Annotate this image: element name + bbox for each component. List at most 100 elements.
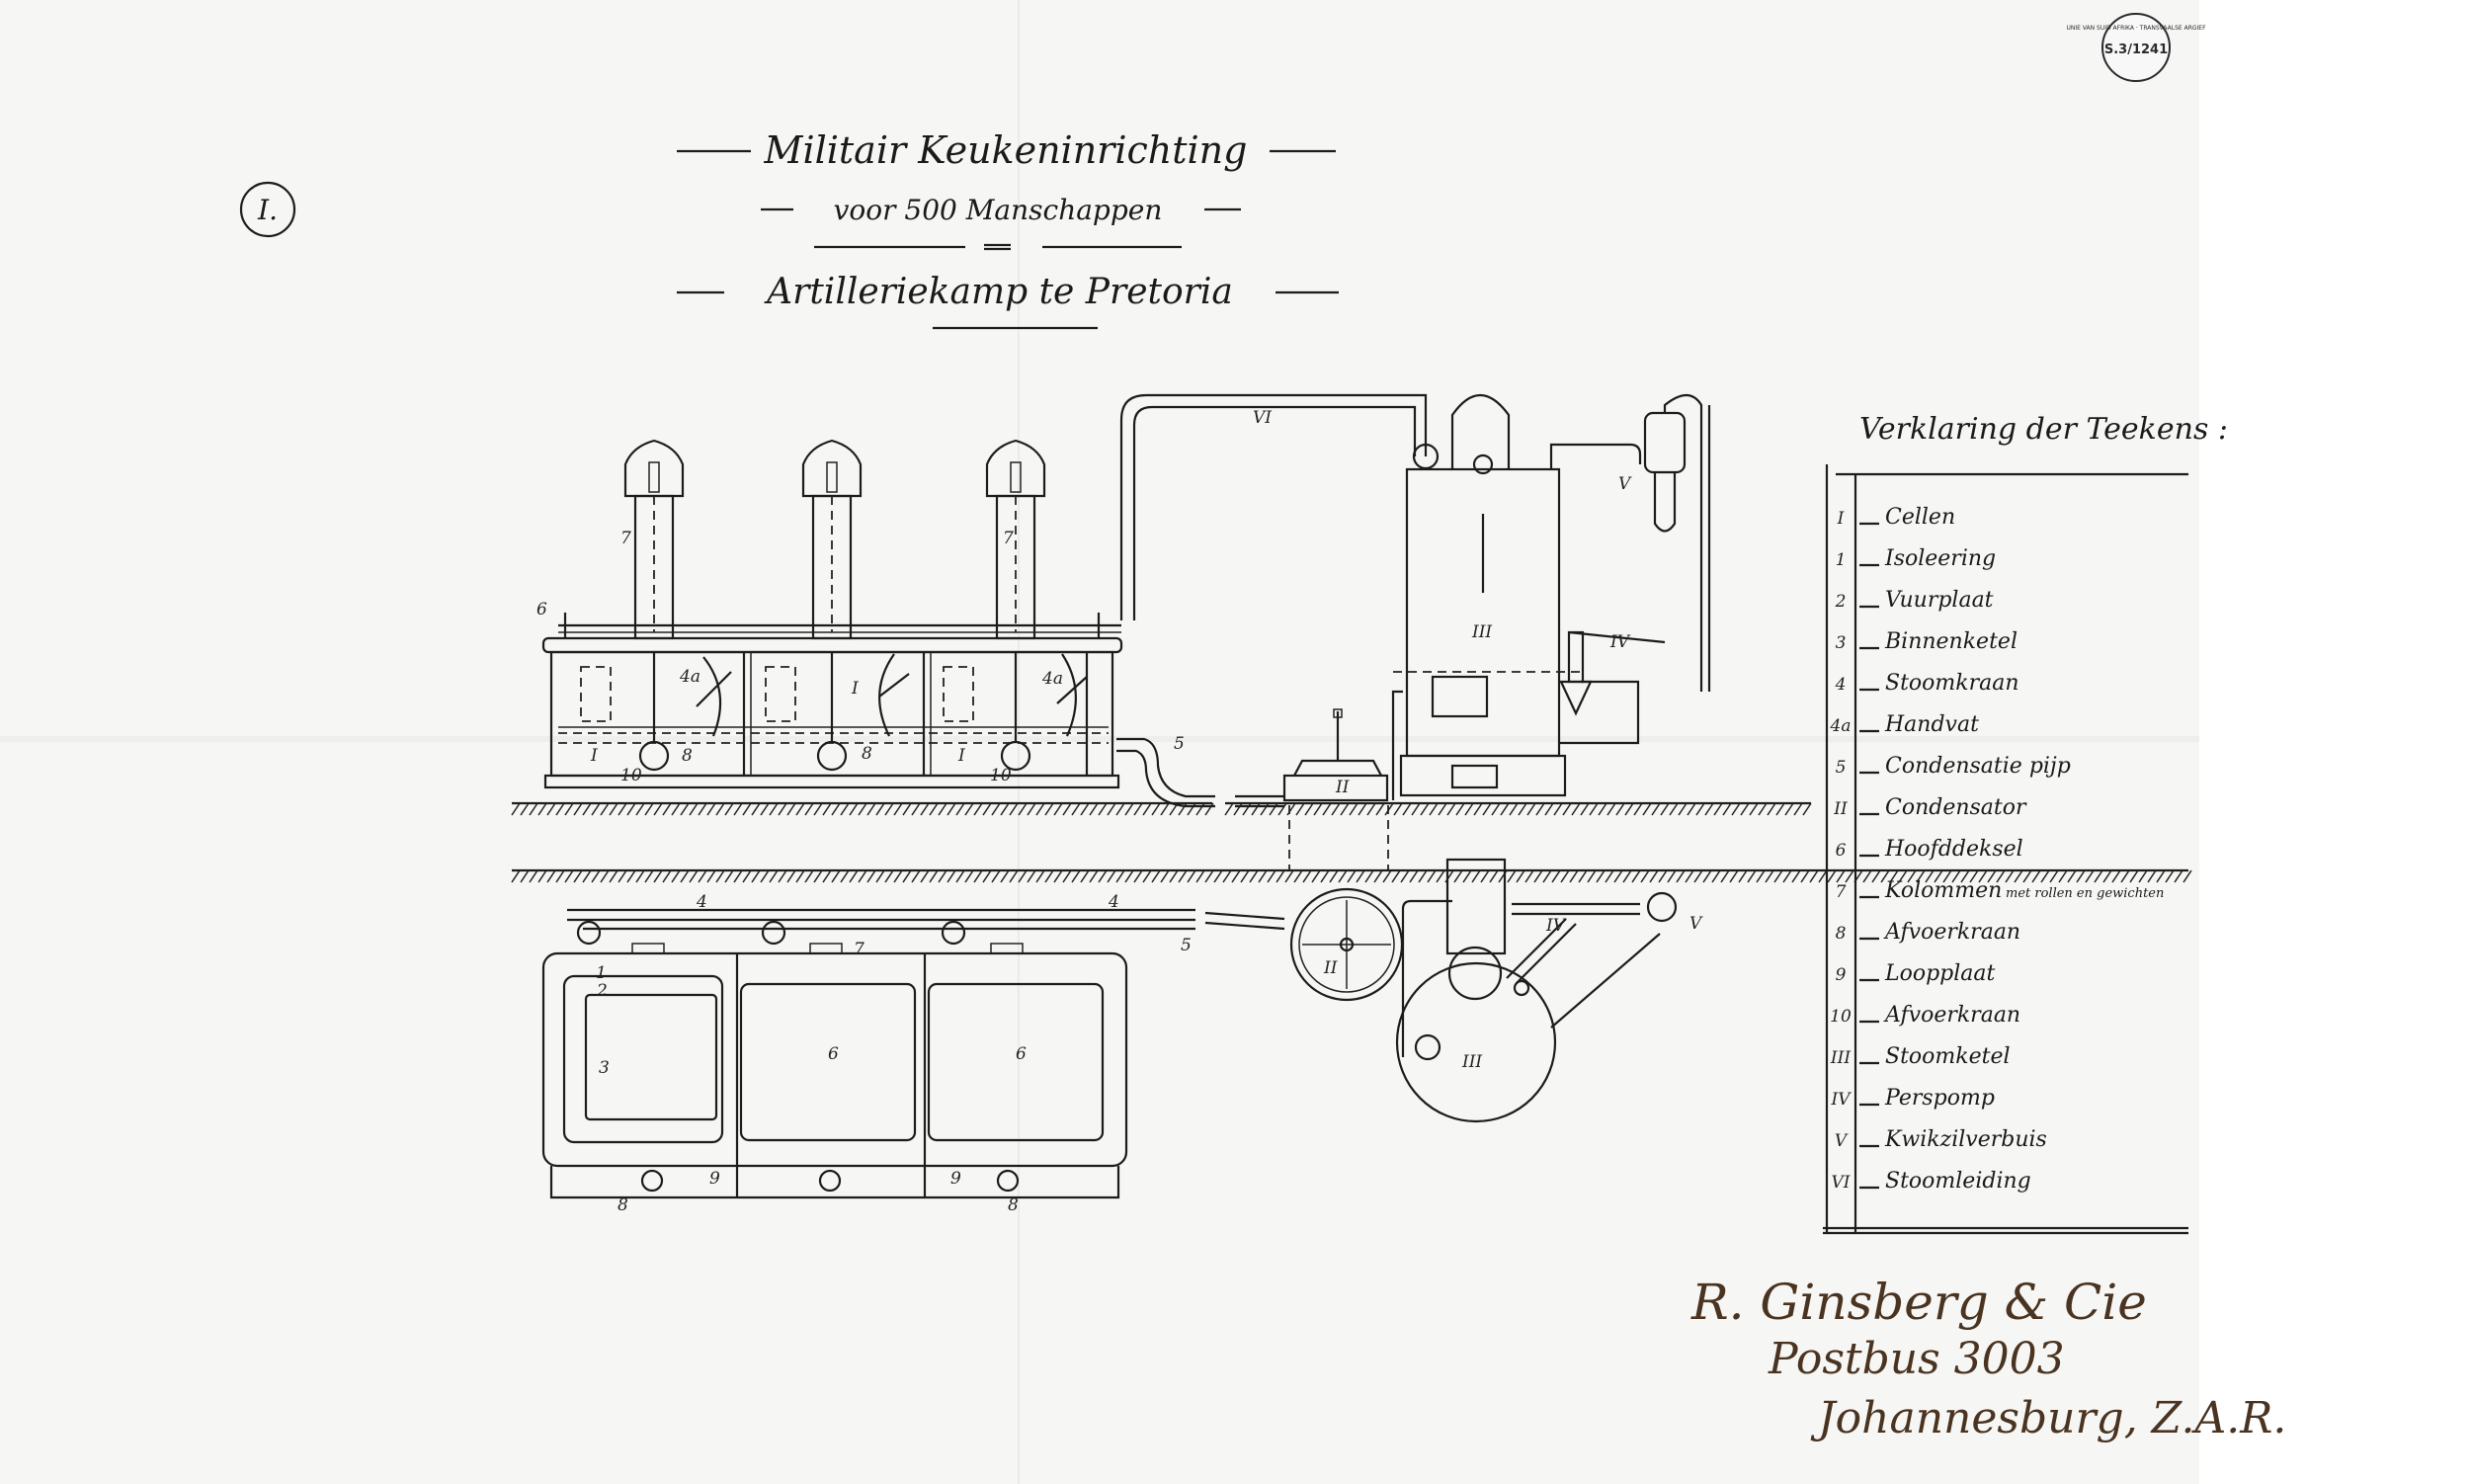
hatch-stroke <box>911 802 921 816</box>
hatch-stroke <box>1580 802 1590 816</box>
hatch-stroke <box>1107 869 1116 883</box>
hatch-stroke <box>751 869 761 883</box>
hatch-stroke <box>671 802 681 816</box>
hatch-stroke <box>609 869 618 883</box>
hatch-stroke <box>1687 802 1696 816</box>
hatch-stroke <box>546 869 556 883</box>
hatch-stroke <box>929 869 939 883</box>
label-I: I <box>590 746 598 766</box>
hatch-stroke <box>1802 802 1812 816</box>
hatch-stroke <box>1124 869 1134 883</box>
hatch-stroke <box>1349 802 1358 816</box>
legend-symbol: III <box>1830 1048 1851 1068</box>
legend-label: Afvoerkraan <box>1883 1003 2020 1028</box>
label-I: I <box>957 746 965 766</box>
hatch-stroke <box>751 802 761 816</box>
hatch-stroke <box>1009 802 1019 816</box>
hatch-stroke <box>804 802 814 816</box>
hatch-stroke <box>1695 802 1705 816</box>
label-1: 1 <box>596 963 607 983</box>
hatch-stroke <box>1133 869 1143 883</box>
hatch-stroke <box>644 802 654 816</box>
legend-symbol: V <box>1835 1131 1849 1151</box>
hatch-stroke <box>1098 802 1108 816</box>
hatch-stroke <box>1535 802 1545 816</box>
hatch-stroke <box>1871 869 1881 883</box>
label-9: 9 <box>950 1169 961 1189</box>
hatch-stroke <box>2165 869 2175 883</box>
hatch-stroke <box>1960 869 1970 883</box>
hatch-stroke <box>2174 869 2183 883</box>
hatch-stroke <box>2049 869 2059 883</box>
hatch-stroke <box>1322 802 1332 816</box>
hatch-stroke <box>1267 869 1276 883</box>
hatch-stroke <box>1071 802 1081 816</box>
legend-label: Stoomleiding <box>1885 1169 2031 1194</box>
hatch-stroke <box>1347 869 1357 883</box>
hatch-stroke <box>1589 802 1599 816</box>
hatch-stroke <box>591 869 601 883</box>
hatch-stroke <box>1053 869 1063 883</box>
hatch-stroke <box>1553 802 1563 816</box>
hatch-stroke <box>866 869 876 883</box>
hatch-stroke <box>1311 869 1321 883</box>
hatch-stroke <box>2014 869 2023 883</box>
hatch-stroke <box>2138 869 2148 883</box>
hatch-stroke <box>1178 869 1188 883</box>
hatch-stroke <box>2022 869 2032 883</box>
label-7: 7 <box>620 529 631 548</box>
hatch-stroke <box>742 869 752 883</box>
hatch-stroke <box>2031 869 2041 883</box>
hatch-stroke <box>1749 802 1759 816</box>
hatch-stroke <box>804 869 814 883</box>
hatch-stroke <box>1284 869 1294 883</box>
hatch-stroke <box>1151 802 1161 816</box>
hatch-stroke <box>1473 802 1483 816</box>
hatch-stroke <box>1978 869 1988 883</box>
hatch-stroke <box>1204 802 1214 816</box>
hatch-stroke <box>1773 869 1783 883</box>
hatch-stroke <box>1018 802 1028 816</box>
hatch-stroke <box>1678 802 1688 816</box>
hatch-stroke <box>564 869 574 883</box>
hatch-stroke <box>1642 802 1652 816</box>
legend-label: Handvat <box>1884 712 1979 737</box>
company-signature: R. Ginsberg & Cie Postbus 3003 Johannesb… <box>1690 1274 2286 1443</box>
hatch-stroke <box>662 802 672 816</box>
hatch-stroke <box>1151 869 1161 883</box>
signature-line-1: R. Ginsberg & Cie <box>1690 1274 2147 1331</box>
hatch-stroke <box>1587 869 1597 883</box>
legend-symbol: 9 <box>1836 965 1847 985</box>
hatch-stroke <box>1320 869 1330 883</box>
hatch-stroke <box>1160 802 1170 816</box>
hatch-stroke <box>600 869 610 883</box>
hatch-stroke <box>1969 869 1979 883</box>
hatch-stroke <box>1722 802 1732 816</box>
hatch-stroke <box>1302 869 1312 883</box>
label-8: 8 <box>1008 1195 1019 1215</box>
hatch-stroke <box>1187 869 1196 883</box>
hatch-stroke <box>511 869 521 883</box>
sheet-number-badge: I. <box>239 181 296 238</box>
label-IV: IV <box>1545 916 1567 936</box>
hatch-stroke <box>1509 802 1519 816</box>
hatch-stroke <box>662 869 672 883</box>
label-4: 4 <box>1108 892 1119 912</box>
hatch-stroke <box>947 802 956 816</box>
legend-label: Vuurplaat <box>1885 588 1994 613</box>
hatch-stroke <box>1464 802 1474 816</box>
hatch-stroke <box>1009 869 1019 883</box>
hatch-stroke <box>1027 869 1036 883</box>
column-1 <box>623 439 685 772</box>
hatch-stroke <box>2129 869 2139 883</box>
kitchen-elevation: 7 7 6 4a 4a I I I 8 8 10 10 5 VI III IV … <box>536 393 1711 869</box>
hatch-stroke <box>902 869 912 883</box>
label-9: 9 <box>709 1169 720 1189</box>
hatch-stroke <box>1293 869 1303 883</box>
hatch-stroke <box>1702 869 1712 883</box>
legend-symbol: IV <box>1831 1090 1852 1110</box>
hatch-stroke <box>1491 802 1501 816</box>
